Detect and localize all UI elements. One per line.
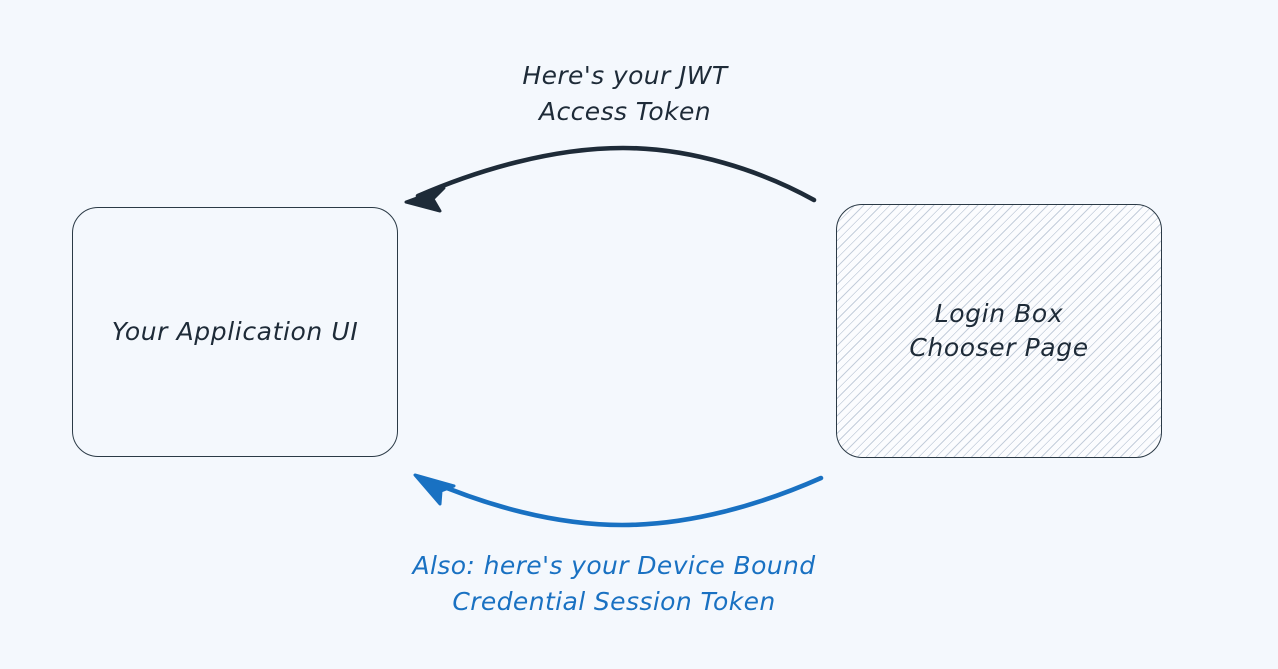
node-application-ui-label: Your Application UI <box>111 316 359 346</box>
edge-jwt-line <box>415 145 817 203</box>
node-application-ui[interactable]: Your Application UI <box>72 207 398 457</box>
edge-jwt-arrowhead-icon <box>404 186 446 213</box>
edge-jwt-access-token <box>404 145 817 213</box>
node-login-box-chooser-page-label: Login Box Chooser Page <box>909 298 1089 363</box>
edge-label-jwt-access-token: Here's your JWT Access Token <box>522 61 728 126</box>
edge-dbcs-arrowhead-icon <box>413 473 456 506</box>
edge-device-bound-credential-session-token <box>413 473 824 528</box>
edge-label-device-bound-credential-session-token: Also: here's your Device Bound Credentia… <box>412 551 816 616</box>
edge-dbcs-line <box>427 475 824 528</box>
node-login-box-chooser-page[interactable]: Login Box Chooser Page <box>836 204 1162 458</box>
